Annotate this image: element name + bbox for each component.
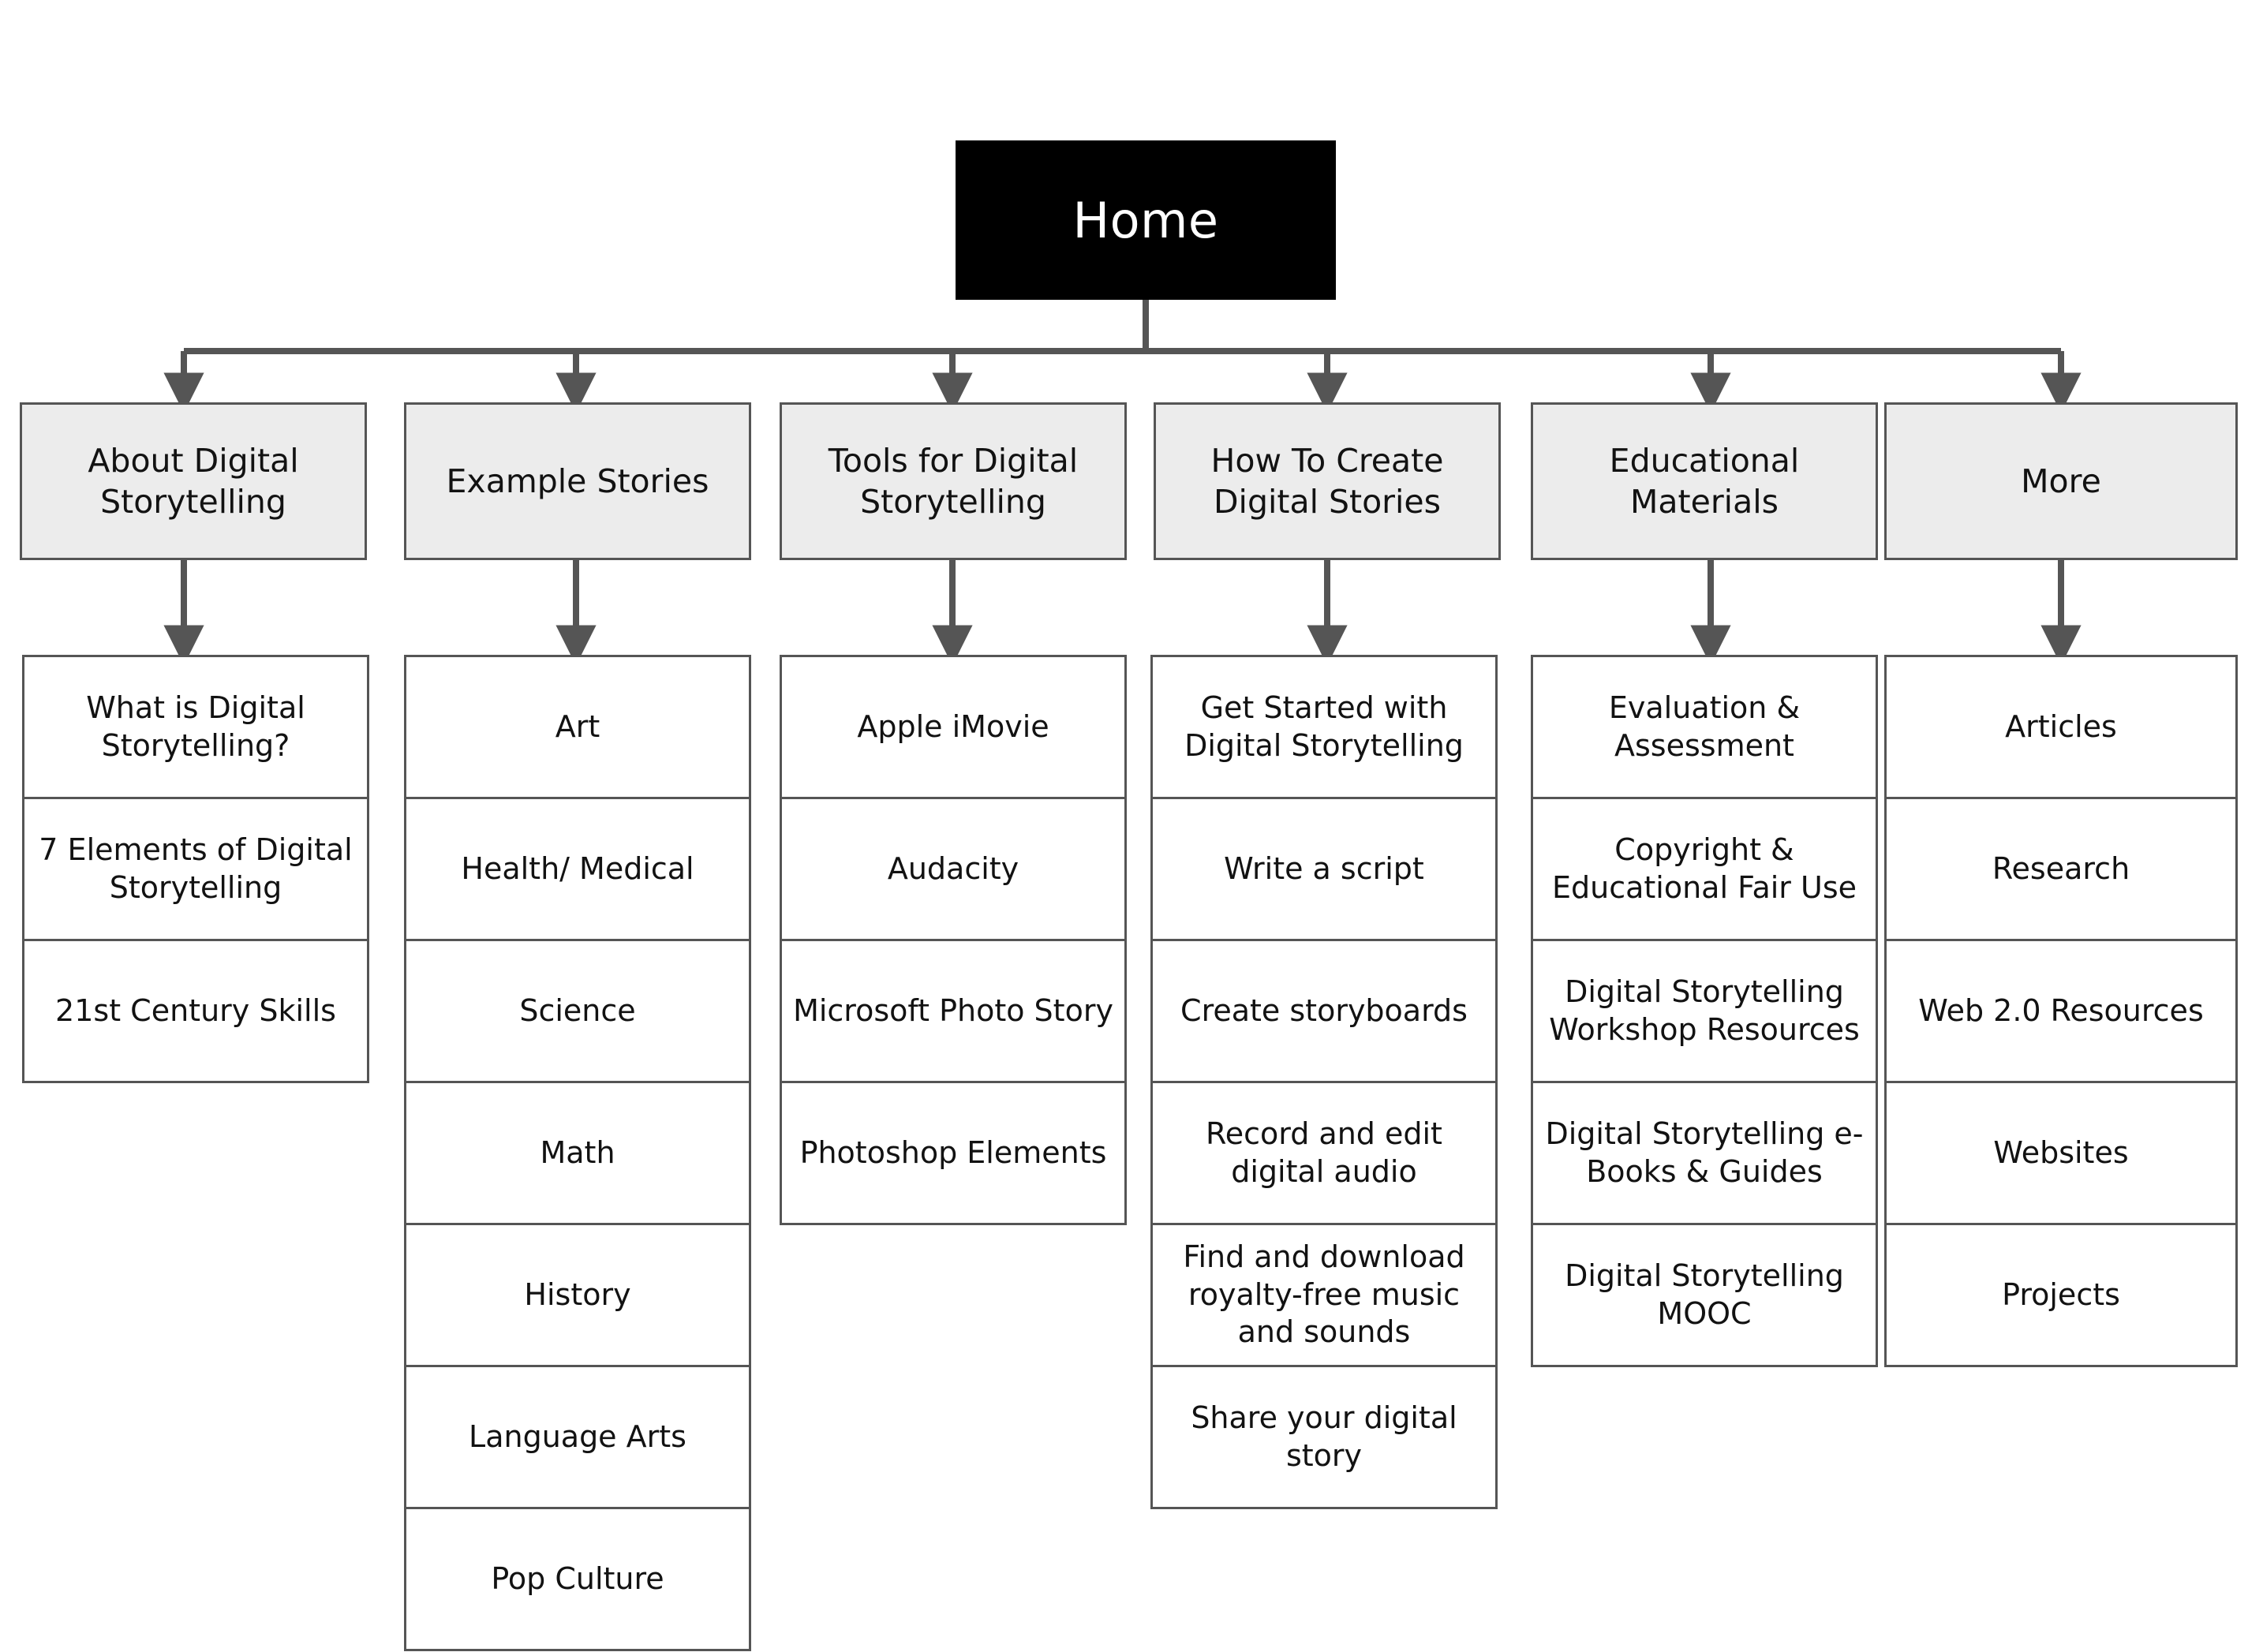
node-more[interactable]: More bbox=[1884, 402, 2238, 560]
node-record-and-edit-digital-audio[interactable]: Record and edit digital audio bbox=[1150, 1081, 1498, 1225]
node-research[interactable]: Research bbox=[1884, 797, 2238, 941]
node-math[interactable]: Math bbox=[404, 1081, 751, 1225]
node-websites[interactable]: Websites bbox=[1884, 1081, 2238, 1225]
node-web-2-0-resources[interactable]: Web 2.0 Resources bbox=[1884, 939, 2238, 1083]
page-stack-about-digital-storytelling: What is Digital Storytelling? 7 Elements… bbox=[22, 655, 369, 1083]
node-home[interactable]: Home bbox=[956, 140, 1336, 300]
page-stack-more: Articles Research Web 2.0 Resources Webs… bbox=[1884, 655, 2238, 1367]
node-science[interactable]: Science bbox=[404, 939, 751, 1083]
node-how-to-create-digital-stories[interactable]: How To Create Digital Stories bbox=[1154, 402, 1501, 560]
node-create-storyboards[interactable]: Create storyboards bbox=[1150, 939, 1498, 1083]
node-microsoft-photo-story[interactable]: Microsoft Photo Story bbox=[780, 939, 1127, 1083]
node-art[interactable]: Art bbox=[404, 655, 751, 799]
node-articles[interactable]: Articles bbox=[1884, 655, 2238, 799]
page-stack-how-to-create-digital-stories: Get Started with Digital Storytelling Wr… bbox=[1150, 655, 1498, 1509]
page-stack-educational-materials: Evaluation & Assessment Copyright & Educ… bbox=[1531, 655, 1878, 1367]
node-get-started-with-digital-storytelling[interactable]: Get Started with Digital Storytelling bbox=[1150, 655, 1498, 799]
node-health-medical[interactable]: Health/ Medical bbox=[404, 797, 751, 941]
node-digital-storytelling-e-books-and-guides[interactable]: Digital Storytelling e-Books & Guides bbox=[1531, 1081, 1878, 1225]
node-example-stories[interactable]: Example Stories bbox=[404, 402, 751, 560]
node-what-is-digital-storytelling[interactable]: What is Digital Storytelling? bbox=[22, 655, 369, 799]
page-stack-example-stories: Art Health/ Medical Science Math History… bbox=[404, 655, 751, 1651]
node-evaluation-and-assessment[interactable]: Evaluation & Assessment bbox=[1531, 655, 1878, 799]
node-tools-for-digital-storytelling[interactable]: Tools for Digital Storytelling bbox=[780, 402, 1127, 560]
node-7-elements-of-digital-storytelling[interactable]: 7 Elements of Digital Storytelling bbox=[22, 797, 369, 941]
node-find-and-download-royalty-free-music-and-sounds[interactable]: Find and download royalty-free music and… bbox=[1150, 1223, 1498, 1367]
node-apple-imovie[interactable]: Apple iMovie bbox=[780, 655, 1127, 799]
node-about-digital-storytelling[interactable]: About Digital Storytelling bbox=[20, 402, 367, 560]
node-share-your-digital-story[interactable]: Share your digital story bbox=[1150, 1365, 1498, 1509]
node-write-a-script[interactable]: Write a script bbox=[1150, 797, 1498, 941]
node-digital-storytelling-workshop-resources[interactable]: Digital Storytelling Workshop Resources bbox=[1531, 939, 1878, 1083]
node-language-arts[interactable]: Language Arts bbox=[404, 1365, 751, 1509]
node-digital-storytelling-mooc[interactable]: Digital Storytelling MOOC bbox=[1531, 1223, 1878, 1367]
node-copyright-and-educational-fair-use[interactable]: Copyright & Educational Fair Use bbox=[1531, 797, 1878, 941]
node-educational-materials[interactable]: Educational Materials bbox=[1531, 402, 1878, 560]
node-photoshop-elements[interactable]: Photoshop Elements bbox=[780, 1081, 1127, 1225]
node-audacity[interactable]: Audacity bbox=[780, 797, 1127, 941]
node-21st-century-skills[interactable]: 21st Century Skills bbox=[22, 939, 369, 1083]
node-history[interactable]: History bbox=[404, 1223, 751, 1367]
node-projects[interactable]: Projects bbox=[1884, 1223, 2238, 1367]
node-pop-culture[interactable]: Pop Culture bbox=[404, 1507, 751, 1651]
page-stack-tools-for-digital-storytelling: Apple iMovie Audacity Microsoft Photo St… bbox=[780, 655, 1127, 1225]
